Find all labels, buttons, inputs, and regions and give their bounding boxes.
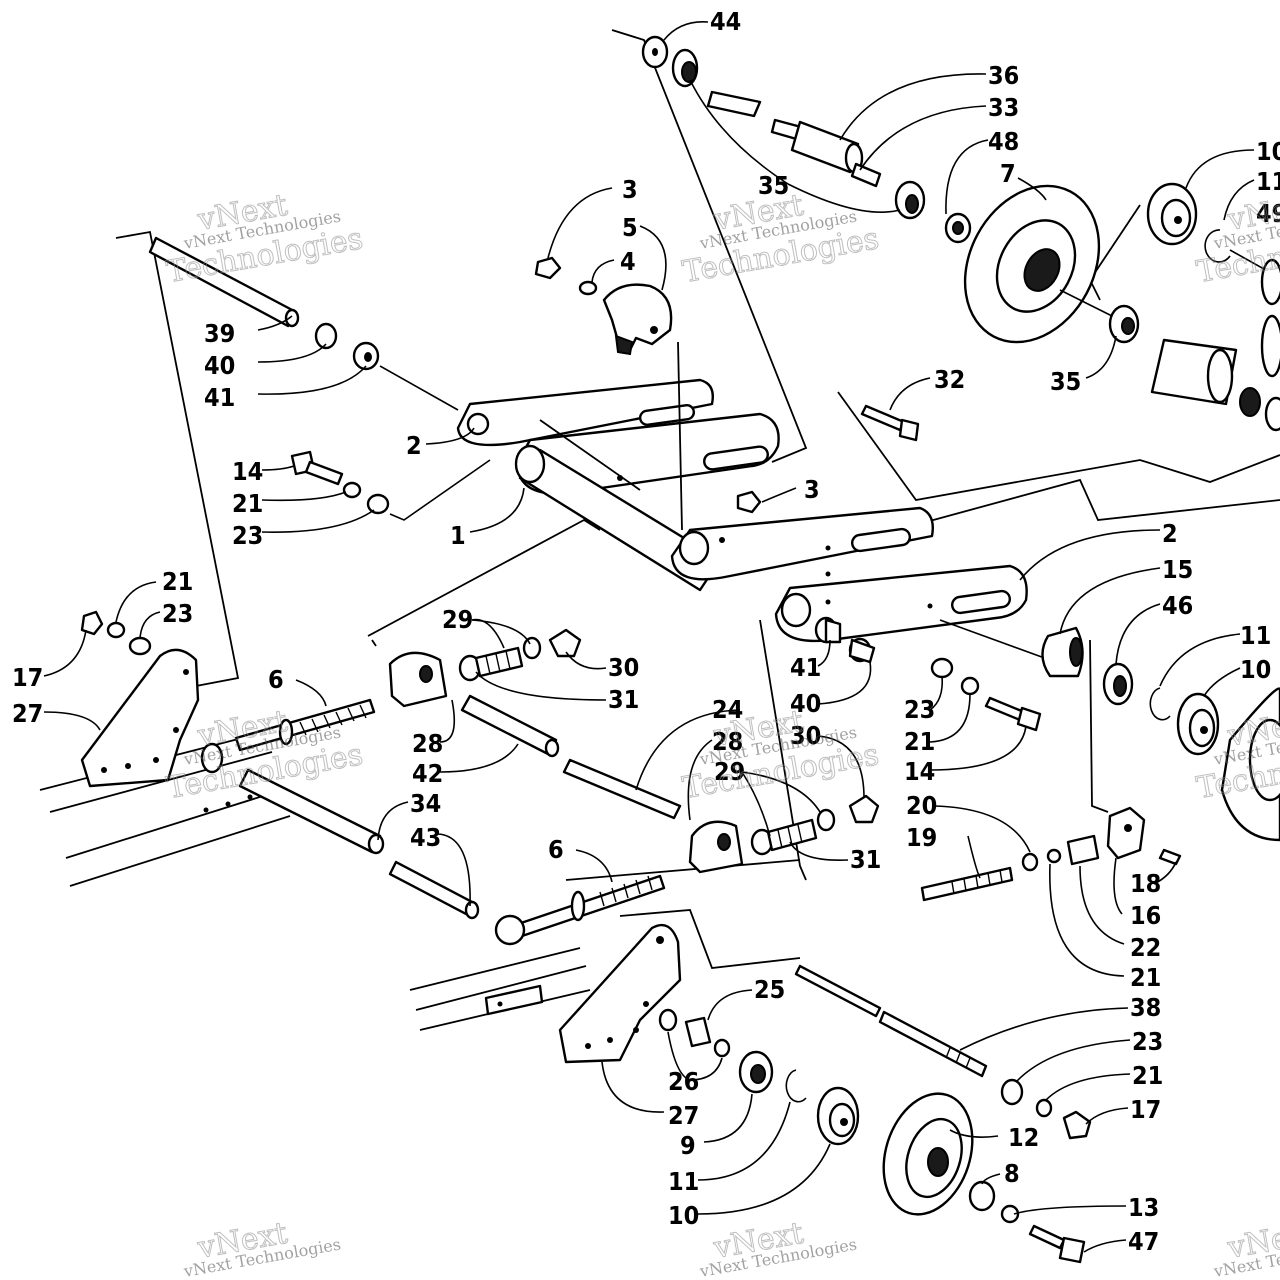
callout-29-lower: 29 bbox=[714, 757, 745, 786]
callout-4: 4 bbox=[620, 247, 636, 276]
callout-5: 5 bbox=[622, 213, 638, 242]
callout-43: 43 bbox=[410, 823, 441, 852]
callout-47: 47 bbox=[1128, 1227, 1159, 1256]
callout-11-upper: 11 bbox=[1256, 167, 1280, 196]
leader-lines bbox=[43, 21, 1255, 1253]
callout-40-center: 40 bbox=[790, 689, 821, 718]
callout-8: 8 bbox=[1004, 1159, 1020, 1188]
callout-10-upper: 10 bbox=[1256, 137, 1280, 166]
callout-18: 18 bbox=[1130, 869, 1161, 898]
left-pivot-hardware bbox=[148, 236, 491, 521]
callout-3-center: 3 bbox=[804, 475, 820, 504]
callout-25: 25 bbox=[754, 975, 785, 1004]
callout-6-upper: 6 bbox=[268, 665, 284, 694]
callout-9: 9 bbox=[680, 1131, 696, 1160]
callout-28-lower: 28 bbox=[712, 727, 743, 756]
callout-32: 32 bbox=[934, 365, 965, 394]
callout-17-left: 17 bbox=[12, 663, 43, 692]
callout-3-top: 3 bbox=[622, 175, 638, 204]
callout-labels: 44 36 33 48 7 35 35 10 11 49 3 5 4 32 3 … bbox=[12, 7, 1280, 1256]
callout-10-lower: 10 bbox=[668, 1201, 699, 1230]
callout-21-lower: 21 bbox=[1132, 1061, 1163, 1090]
callout-30-lower: 30 bbox=[790, 721, 821, 750]
callout-42: 42 bbox=[412, 759, 443, 788]
callout-14-center: 14 bbox=[904, 757, 935, 786]
callout-29-upper: 29 bbox=[442, 605, 473, 634]
rocker-arms bbox=[456, 378, 1028, 643]
lower-wheel-assembly bbox=[558, 923, 1092, 1264]
callout-34: 34 bbox=[410, 789, 441, 818]
left-bracket bbox=[80, 610, 200, 788]
callout-41-center: 41 bbox=[790, 653, 821, 682]
right-wheel-mount bbox=[920, 619, 1280, 902]
callout-28-upper: 28 bbox=[412, 729, 443, 758]
assembly-frame-lines bbox=[115, 29, 1280, 969]
callout-26: 26 bbox=[668, 1067, 699, 1096]
callout-27-lower: 27 bbox=[668, 1101, 699, 1130]
callout-23-bracket: 23 bbox=[162, 599, 193, 628]
limiter-clamp bbox=[534, 256, 920, 531]
slide-rails bbox=[39, 735, 591, 1031]
callout-23-lower: 23 bbox=[1132, 1027, 1163, 1056]
callout-17-lower: 17 bbox=[1130, 1095, 1161, 1124]
callout-36: 36 bbox=[988, 61, 1019, 90]
callout-21-bracket: 21 bbox=[162, 567, 193, 596]
callout-48: 48 bbox=[988, 127, 1019, 156]
callout-35-right: 35 bbox=[1050, 367, 1081, 396]
callout-6-lower: 6 bbox=[548, 835, 564, 864]
upper-idler-assembly bbox=[641, 35, 1280, 432]
callout-39: 39 bbox=[204, 319, 235, 348]
callout-46: 46 bbox=[1162, 591, 1193, 620]
callout-12: 12 bbox=[1008, 1123, 1039, 1152]
callout-30-upper: 30 bbox=[608, 653, 639, 682]
callout-16: 16 bbox=[1130, 901, 1161, 930]
callout-21-center: 21 bbox=[904, 727, 935, 756]
callout-38: 38 bbox=[1130, 993, 1161, 1022]
callout-24: 24 bbox=[712, 695, 743, 724]
callout-35-upper: 35 bbox=[758, 171, 789, 200]
callout-1: 1 bbox=[450, 521, 466, 550]
callout-21-lower-mid: 21 bbox=[1130, 963, 1161, 992]
callout-11-right: 11 bbox=[1240, 621, 1271, 650]
callout-44: 44 bbox=[710, 7, 741, 36]
callout-41-left: 41 bbox=[204, 383, 235, 412]
center-pivot-hardware bbox=[814, 616, 1042, 732]
callout-13: 13 bbox=[1128, 1193, 1159, 1222]
callout-19: 19 bbox=[906, 823, 937, 852]
callout-10-right: 10 bbox=[1240, 655, 1271, 684]
callout-31-lower: 31 bbox=[850, 845, 881, 874]
callout-23-left: 23 bbox=[232, 521, 263, 550]
callout-14-left: 14 bbox=[232, 457, 263, 486]
callout-22: 22 bbox=[1130, 933, 1161, 962]
callout-23-center: 23 bbox=[904, 695, 935, 724]
callout-40-left: 40 bbox=[204, 351, 235, 380]
callout-27-left: 27 bbox=[12, 699, 43, 728]
callout-49: 49 bbox=[1256, 199, 1280, 228]
callout-2-right: 2 bbox=[1162, 519, 1178, 548]
callout-33: 33 bbox=[988, 93, 1019, 122]
callout-11-lower: 11 bbox=[668, 1167, 699, 1196]
callout-31-upper: 31 bbox=[608, 685, 639, 714]
shock-mount-hardware bbox=[200, 628, 880, 946]
callout-21-left: 21 bbox=[232, 489, 263, 518]
callout-2-left: 2 bbox=[406, 431, 422, 460]
callout-20: 20 bbox=[906, 791, 937, 820]
callout-7: 7 bbox=[1000, 159, 1016, 188]
callout-15: 15 bbox=[1162, 555, 1193, 584]
